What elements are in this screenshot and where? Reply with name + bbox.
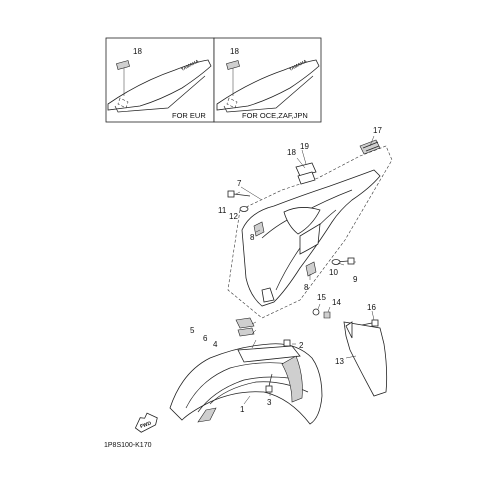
callout-8-upper: 8: [250, 233, 255, 242]
fasteners-14-15: [312, 303, 331, 319]
front-fender-assembly: [169, 317, 323, 425]
callout-18-inset-left: 18: [133, 47, 142, 56]
inset-right-caption: FOR OCE,ZAF,JPN: [242, 111, 308, 120]
washer-12: [239, 206, 249, 212]
callout-2: 2: [299, 341, 304, 350]
callout-18-inset-right: 18: [230, 47, 239, 56]
callout-7: 7: [237, 179, 242, 188]
decal-left: [116, 60, 130, 70]
washer-10: [331, 259, 341, 265]
mud-flap-assembly: [343, 310, 388, 397]
nut-15: [312, 308, 320, 316]
rear-fender-assembly: [227, 135, 393, 319]
inset-left-caption: FOR EUR: [172, 111, 206, 120]
callout-6: 6: [203, 334, 208, 343]
decal-5: [235, 317, 255, 329]
fender-tip: [197, 407, 217, 423]
nut-14: [323, 311, 331, 319]
fender-bracket: [281, 355, 303, 403]
fwd-label: FWD: [139, 420, 152, 430]
callout-8-lower: 8: [304, 283, 309, 292]
callout-5: 5: [190, 326, 195, 335]
bolt-3: [265, 373, 273, 393]
decal-18-main: [297, 171, 316, 185]
callout-19: 19: [300, 142, 309, 151]
drawing-code: 1P8S100-K170: [104, 442, 152, 449]
clip-8-lower: [305, 261, 317, 277]
callout-labels: 1 2 3 4 5 6 7 8 8 9 10 11 12 13 14 15 16…: [190, 126, 382, 414]
clip-8-upper: [253, 221, 265, 237]
callout-18-main: 18: [287, 148, 296, 157]
callout-17: 17: [373, 126, 382, 135]
fwd-arrow-icon: FWD: [134, 412, 158, 433]
callout-4: 4: [213, 340, 218, 349]
bolt-2: [283, 339, 291, 347]
callout-3: 3: [267, 398, 272, 407]
fender-top-plate: [237, 345, 301, 363]
callout-12: 12: [229, 212, 238, 221]
bolt-11: [227, 190, 251, 198]
callout-14: 14: [332, 298, 341, 307]
decal-right: [226, 60, 240, 70]
callout-11: 11: [218, 206, 227, 215]
callout-9: 9: [353, 275, 358, 284]
callout-15: 15: [317, 293, 326, 302]
callout-10: 10: [329, 268, 338, 277]
callout-13: 13: [335, 357, 344, 366]
callout-16: 16: [367, 303, 376, 312]
inset-panel: YAMAHA YAMAHA 18 18 FOR EUR FOR OCE,ZAF,…: [105, 37, 322, 123]
callout-1: 1: [240, 405, 245, 414]
decal-6: [237, 327, 255, 337]
bolt-16: [361, 319, 379, 327]
mud-flap-13: [343, 321, 388, 397]
fender-vent: [283, 207, 321, 235]
